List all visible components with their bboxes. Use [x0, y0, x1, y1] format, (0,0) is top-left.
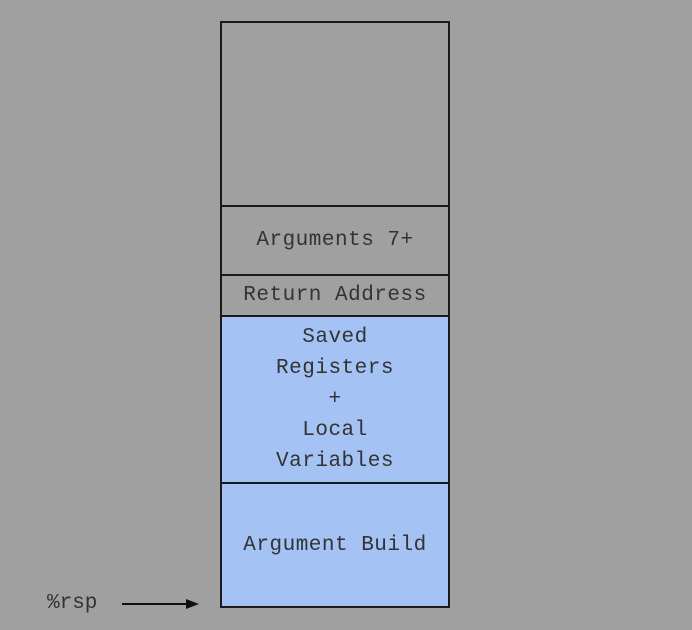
arrow-head [186, 599, 199, 609]
stack-frame-argument-build-label: Argument Build [243, 533, 427, 557]
stack-pointer-label: %rsp [47, 592, 98, 615]
stack-frame-arguments: Arguments 7+ [220, 205, 450, 276]
stack-frame-empty [220, 21, 450, 207]
stack-frame-return-address-label: Return Address [243, 284, 427, 307]
stack-frame-return-address: Return Address [220, 274, 450, 317]
stack-frame-arguments-label: Arguments 7+ [256, 229, 414, 252]
stack-frame-argument-build: Argument Build [220, 482, 450, 608]
stack-frame-saved-registers-label: Saved Registers + Local Variables [276, 326, 394, 473]
stack-diagram: Arguments 7+ Return Address Saved Regist… [220, 21, 452, 608]
stack-pointer-arrow-icon [122, 599, 199, 609]
stack-frame-saved-registers: Saved Registers + Local Variables [220, 315, 450, 484]
